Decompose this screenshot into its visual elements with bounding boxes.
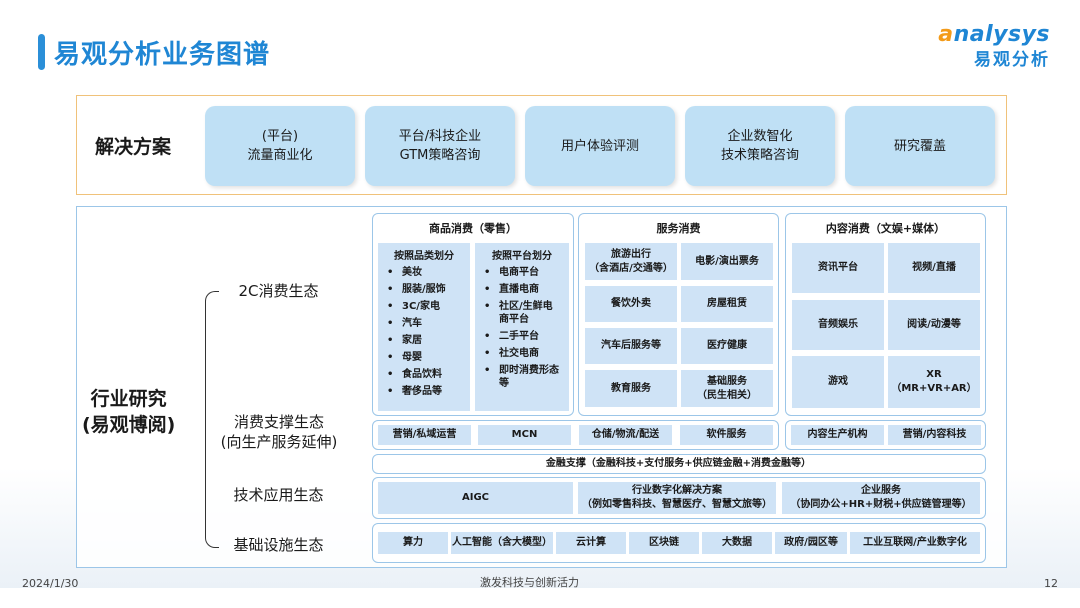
solutions-label: 解决方案 xyxy=(95,136,172,158)
footer-slogan: 激发科技与创新活力 xyxy=(480,576,579,589)
list-item: 母婴 xyxy=(384,351,464,364)
infra-cell: 算力 xyxy=(378,532,448,554)
level-support: 消费支撑生态 (向生产服务延伸) xyxy=(220,413,338,451)
support-cell: 软件服务 xyxy=(680,425,773,445)
list-item: 二手平台 xyxy=(481,330,563,343)
infra-cell: 云计算 xyxy=(556,532,626,554)
levels-bracket xyxy=(205,291,219,548)
service-cell: 汽车后服务等 xyxy=(585,328,677,364)
industry-label: 行业研究 (易观博阅) xyxy=(82,386,175,438)
service-cell: 房屋租赁 xyxy=(681,286,773,322)
content-panel: 内容消费（文娱+媒体） 资讯平台 视频/直播 音频娱乐 阅读/动漫等 游戏 XR… xyxy=(785,213,986,416)
list-item: 汽车 xyxy=(384,317,464,330)
logo-cn-text: 易观分析 xyxy=(974,50,1050,70)
list-item: 食品饮料 xyxy=(384,368,464,381)
logo-wordmark-prefix: a xyxy=(938,22,954,47)
content-panel-title: 内容消费（文娱+媒体） xyxy=(825,222,946,235)
list-item: 社区/生鲜电 商平台 xyxy=(481,300,563,326)
logo-wordmark: analysys xyxy=(938,22,1050,47)
service-cell: 餐饮外卖 xyxy=(585,286,677,322)
infra-cell: 区块链 xyxy=(629,532,699,554)
tech-cell-enterprise: 企业服务 （协同办公+HR+财税+供应链管理等） xyxy=(782,482,980,514)
content-cell: 音频娱乐 xyxy=(792,300,884,350)
solution-card-ux: 用户体验评测 xyxy=(525,106,675,186)
goods-by-category: 按照品类划分 美妆 服装/服饰 3C/家电 汽车 家居 母婴 食品饮料 奢侈品等 xyxy=(378,243,470,411)
services-panel: 服务消费 旅游出行 （含酒店/交通等） 电影/演出票务 餐饮外卖 房屋租赁 汽车… xyxy=(578,213,779,416)
service-cell: 教育服务 xyxy=(585,370,677,407)
infra-cell: 工业互联网/产业数字化 xyxy=(850,532,980,554)
content-cell: 视频/直播 xyxy=(888,243,980,293)
support-cell: 营销/私域运营 xyxy=(378,425,471,445)
service-cell: 医疗健康 xyxy=(681,328,773,364)
list-item: 电商平台 xyxy=(481,266,563,279)
solution-card-gtm: 平台/科技企业 GTM策略咨询 xyxy=(365,106,515,186)
infra-cell: 人工智能（含大模型） xyxy=(451,532,553,554)
list-item: 服装/服饰 xyxy=(384,283,464,296)
page-number: 12 xyxy=(1044,577,1058,590)
tech-cell-industry-digital: 行业数字化解决方案 （例如零售科技、智慧医疗、智慧文旅等） xyxy=(578,482,776,514)
infra-cell: 政府/园区等 xyxy=(775,532,847,554)
support-cell: MCN xyxy=(478,425,571,445)
list-item: 直播电商 xyxy=(481,283,563,296)
services-panel-title: 服务消费 xyxy=(656,222,701,235)
support-cell: 营销/内容科技 xyxy=(888,425,981,445)
list-item: 家居 xyxy=(384,334,464,347)
list-item: 奢侈品等 xyxy=(384,385,464,398)
service-cell: 旅游出行 （含酒店/交通等） xyxy=(585,243,677,280)
content-cell: 游戏 xyxy=(792,356,884,408)
support-panel-left: 营销/私域运营 MCN 仓储/物流/配送 软件服务 xyxy=(372,420,779,450)
list-item: 即时消费形态 等 xyxy=(481,364,563,390)
solutions-section: 解决方案 (平台) 流量商业化 平台/科技企业 GTM策略咨询 用户体验评测 企… xyxy=(76,95,1007,195)
support-panel-right: 内容生产机构 营销/内容科技 xyxy=(785,420,986,450)
goods-by-category-header: 按照品类划分 xyxy=(394,251,454,262)
list-item: 社交电商 xyxy=(481,347,563,360)
level-infra: 基础设施生态 xyxy=(233,536,324,554)
support-cell: 仓储/物流/配送 xyxy=(579,425,672,445)
content-cell: 阅读/动漫等 xyxy=(888,300,980,350)
goods-by-platform: 按照平台划分 电商平台 直播电商 社区/生鲜电 商平台 二手平台 社交电商 即时… xyxy=(475,243,569,411)
content-cell: 资讯平台 xyxy=(792,243,884,293)
goods-by-platform-header: 按照平台划分 xyxy=(492,251,552,262)
finance-support: 金融支撑（金融科技+支付服务+供应链金融+消费金融等） xyxy=(545,458,812,469)
solution-card-digital: 企业数智化 技术策略咨询 xyxy=(685,106,835,186)
logo-wordmark-rest: nalysys xyxy=(953,22,1050,47)
infra-panel: 算力 人工智能（含大模型） 云计算 区块链 大数据 政府/园区等 工业互联网/产… xyxy=(372,523,986,563)
infra-cell: 大数据 xyxy=(702,532,772,554)
solution-card-traffic: (平台) 流量商业化 xyxy=(205,106,355,186)
analysys-logo: analysys 易观分析 xyxy=(938,22,1050,70)
level-2c: 2C消费生态 xyxy=(238,282,319,300)
title-accent-bar xyxy=(38,34,45,70)
service-cell: 基础服务 （民生相关） xyxy=(681,370,773,407)
footer-date: 2024/1/30 xyxy=(22,577,79,590)
finance-panel: 金融支撑（金融科技+支付服务+供应链金融+消费金融等） xyxy=(372,454,986,474)
tech-cell-aigc: AIGC xyxy=(378,482,573,514)
solution-card-research: 研究覆盖 xyxy=(845,106,995,186)
level-tech: 技术应用生态 xyxy=(233,486,324,504)
page-title: 易观分析业务图谱 xyxy=(54,40,271,70)
list-item: 美妆 xyxy=(384,266,464,279)
content-cell: XR （MR+VR+AR） xyxy=(888,356,980,408)
tech-panel: AIGC 行业数字化解决方案 （例如零售科技、智慧医疗、智慧文旅等） 企业服务 … xyxy=(372,477,986,519)
list-item: 3C/家电 xyxy=(384,300,464,313)
support-cell: 内容生产机构 xyxy=(791,425,884,445)
goods-panel: 商品消费（零售） 按照品类划分 美妆 服装/服饰 3C/家电 汽车 家居 母婴 … xyxy=(372,213,574,416)
industry-label-text: 行业研究 (易观博阅) xyxy=(82,388,176,436)
goods-panel-title: 商品消费（零售） xyxy=(429,222,517,235)
service-cell: 电影/演出票务 xyxy=(681,243,773,280)
